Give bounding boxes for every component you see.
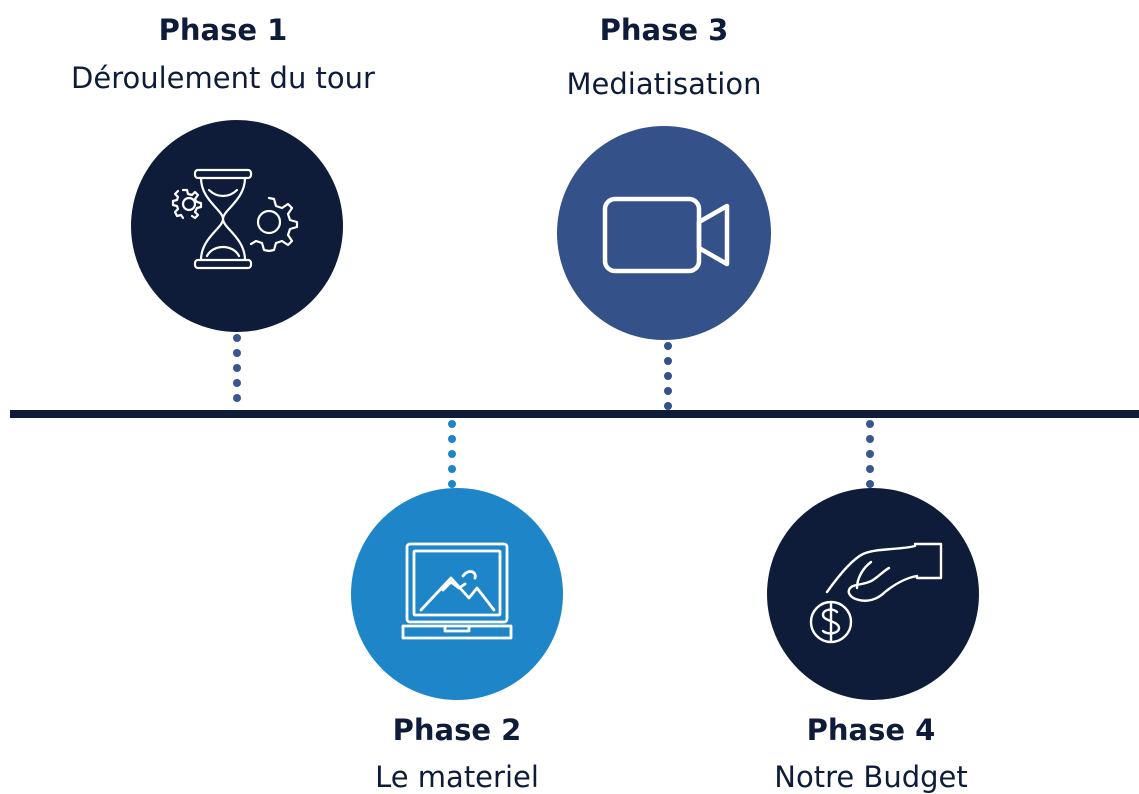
phase-1-connector-dot [233,394,241,402]
phase-4-connector-dot [866,480,874,488]
phase-4-connector-dot [866,450,874,458]
timeline-line [10,410,1139,418]
phase-4-connector-dot [866,435,874,443]
phase-1-connector-dot [233,364,241,372]
phase-2-title: Phase 2 [392,713,522,747]
phase-1-circle [131,120,343,332]
phase-3-circle [557,126,771,340]
phase-3-title: Phase 3 [599,13,729,47]
phase-3-connector-dot [664,342,672,350]
phase-2-connector-dot [448,435,456,443]
phase-1-connector-dot [233,349,241,357]
hourglass-gears-icon [171,168,299,270]
phase-4-connector-dot [866,465,874,473]
phase-1-connector-dot [233,379,241,387]
phase-2-subtitle: Le materiel [375,760,539,794]
phase-4-connector-dot [866,420,874,428]
phase-1-subtitle: Déroulement du tour [71,61,375,95]
phase-3-subtitle: Mediatisation [566,67,762,101]
phase-2-connector-dot [448,450,456,458]
phase-3-connector-dot [664,387,672,395]
phase-1-title: Phase 1 [158,13,288,47]
phase-3-connector-dot [664,372,672,380]
phase-4-title: Phase 4 [806,713,936,747]
laptop-image-icon [401,542,513,640]
phase-4-circle [767,488,979,700]
phase-2-connector-dot [448,465,456,473]
phase-3-connector-dot [664,402,672,410]
hand-coin-icon [809,542,943,644]
phase-4-subtitle: Notre Budget [774,760,968,794]
video-camera-icon [602,196,730,274]
phase-2-connector-dot [448,480,456,488]
phase-2-connector-dot [448,420,456,428]
phase-3-connector-dot [664,357,672,365]
phase-1-connector-dot [233,334,241,342]
phase-2-circle [351,488,563,700]
